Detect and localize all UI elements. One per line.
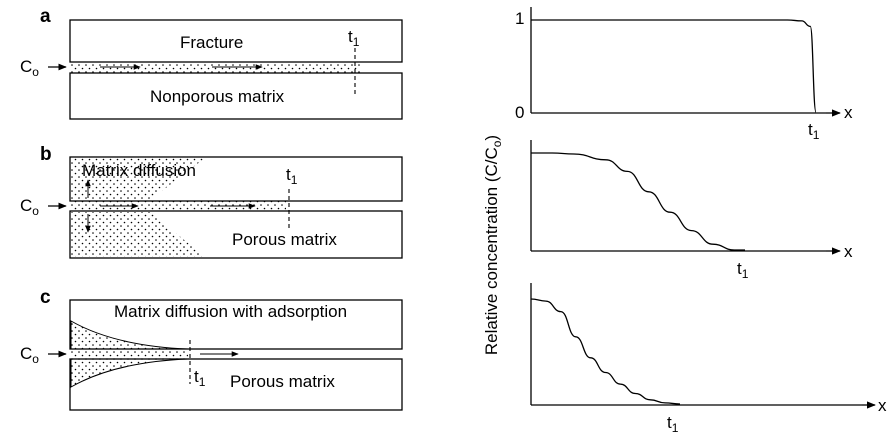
inlet-concentration-label: Co bbox=[20, 196, 39, 218]
porous-matrix-label: Porous matrix bbox=[232, 230, 337, 249]
adsorption-front-lower bbox=[70, 358, 189, 388]
x-axis-label: x bbox=[844, 242, 853, 261]
panel-a: a t1 Fracture Nonporous matrix Co bbox=[20, 6, 403, 120]
panel-letter-b: b bbox=[40, 144, 52, 165]
concentration-curve bbox=[531, 152, 745, 251]
t1-tick-label: t1 bbox=[808, 120, 820, 142]
t1-tick-label: t1 bbox=[667, 413, 679, 435]
fracture-label: Fracture bbox=[180, 33, 243, 52]
panel-c: c t1 Matrix diffusion with adsorption Po… bbox=[20, 287, 403, 411]
inlet-concentration-label: Co bbox=[20, 57, 39, 79]
adsorption-label: Matrix diffusion with adsorption bbox=[114, 302, 347, 321]
fracture-solute-fill bbox=[71, 349, 188, 359]
inlet-concentration-label: Co bbox=[20, 344, 39, 366]
x-axis-label: x bbox=[878, 396, 887, 415]
nonporous-matrix-block bbox=[69, 72, 403, 120]
plot-c: x t1 bbox=[530, 283, 887, 435]
y-tick-label: 1 bbox=[515, 9, 524, 28]
diffusion-zone-lower bbox=[71, 212, 205, 257]
fracture-upper-block bbox=[69, 19, 403, 63]
porous-matrix-label: Porous matrix bbox=[230, 372, 335, 391]
y-tick-label: 0 bbox=[515, 103, 524, 122]
panel-b: b t1 Matrix diffusion Porous matrix Co bbox=[20, 144, 403, 259]
plot-a: 1 0 x t1 bbox=[515, 7, 853, 142]
y-axis-title: Relative concentration (C/Co) bbox=[482, 135, 504, 355]
diffusion-zone-upper bbox=[71, 158, 205, 200]
adsorption-front-upper bbox=[70, 320, 189, 350]
concentration-curve bbox=[530, 298, 681, 405]
panel-letter-a: a bbox=[40, 6, 51, 27]
time-marker-label: t1 bbox=[286, 165, 298, 187]
time-marker-label: t1 bbox=[194, 367, 206, 389]
x-axis-label: x bbox=[844, 103, 853, 122]
panel-letter-c: c bbox=[40, 287, 51, 308]
plot-b: x t1 bbox=[530, 140, 853, 281]
matrix-diffusion-label: Matrix diffusion bbox=[82, 161, 196, 180]
nonporous-matrix-label: Nonporous matrix bbox=[150, 87, 285, 106]
time-marker-label: t1 bbox=[348, 27, 360, 49]
concentration-curve bbox=[531, 19, 817, 113]
t1-tick-label: t1 bbox=[737, 259, 749, 281]
fracture-solute-fill bbox=[71, 201, 286, 211]
porous-matrix-block bbox=[69, 358, 403, 411]
